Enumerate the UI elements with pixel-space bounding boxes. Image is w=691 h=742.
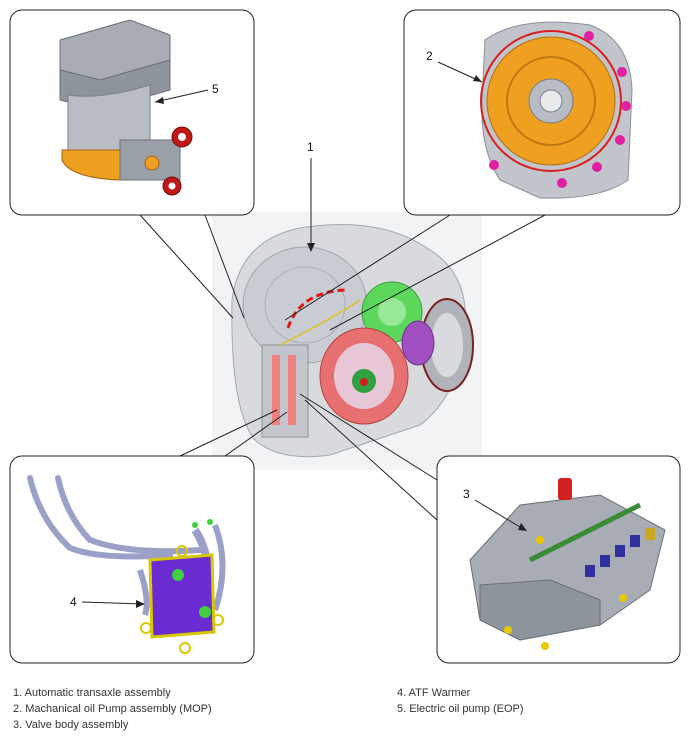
legend-right: 4. ATF Warmer 5. Electric oil pump (EOP) [397, 685, 524, 717]
callout-1: 1 [307, 140, 314, 154]
legend-item-4: 4. ATF Warmer [397, 687, 471, 699]
connector-lines [139, 214, 546, 521]
legend-item-3: 3. Valve body assembly [13, 719, 129, 731]
atf-warmer-illustration [27, 475, 226, 654]
legend-item-2: 2. Machanical oil Pump assembly (MOP) [13, 703, 212, 715]
legend-left: 1. Automatic transaxle assembly 2. Macha… [13, 685, 212, 733]
callout-5: 5 [212, 82, 219, 96]
electric-oil-pump-illustration [59, 19, 193, 196]
valve-body-illustration [469, 478, 666, 650]
legend-item-5: 5. Electric oil pump (EOP) [397, 703, 524, 715]
transaxle-assembly-illustration [212, 212, 482, 470]
atf-warmer-inset-frame [9, 455, 255, 664]
legend-item-1: 1. Automatic transaxle assembly [13, 687, 171, 699]
mechanical-oil-pump-illustration [480, 21, 633, 199]
callout-2: 2 [426, 49, 433, 63]
callout-4: 4 [70, 595, 77, 609]
transaxle-components-diagram: 5 2 1 4 [9, 9, 681, 664]
callout-3: 3 [463, 487, 470, 501]
